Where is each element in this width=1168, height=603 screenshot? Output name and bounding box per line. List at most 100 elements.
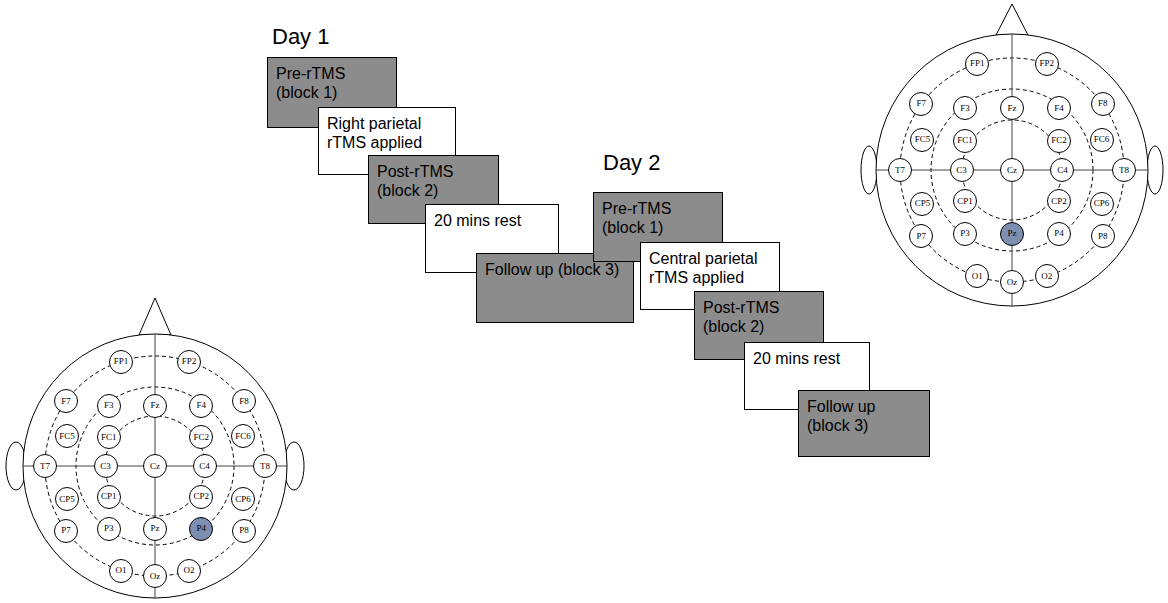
electrode-label: F3 bbox=[960, 104, 970, 113]
electrode-label: P3 bbox=[104, 524, 114, 533]
electrode-label: F4 bbox=[1054, 104, 1064, 113]
electrode-circle bbox=[910, 92, 933, 115]
electrode: P8 bbox=[1091, 224, 1115, 248]
electrode-label: Cz bbox=[150, 462, 160, 471]
electrode-circle bbox=[54, 519, 77, 542]
electrode-circle bbox=[178, 559, 201, 582]
electrode-label: FP1 bbox=[970, 59, 985, 68]
electrode-circle bbox=[1001, 159, 1024, 182]
electrode: Oz bbox=[1000, 270, 1024, 294]
electrode-circle bbox=[1035, 52, 1058, 75]
electrode-label: O1 bbox=[115, 566, 126, 575]
electrode-label: P8 bbox=[239, 526, 249, 535]
electrode: O1 bbox=[109, 559, 133, 583]
electrode: FC5 bbox=[55, 424, 79, 448]
electrode-circle bbox=[232, 488, 255, 511]
electrode-label: F7 bbox=[917, 99, 927, 108]
procedure-block: Follow up (block 3) bbox=[798, 390, 930, 457]
electrode-circle bbox=[953, 97, 976, 120]
electrode-circle bbox=[950, 159, 973, 182]
electrode-circle bbox=[966, 52, 989, 75]
day-label: Day 1 bbox=[272, 24, 329, 50]
electrode: F4 bbox=[189, 394, 213, 418]
head-map bbox=[861, 4, 1163, 306]
electrode-label: CP6 bbox=[1094, 199, 1110, 208]
electrode-label: Pz bbox=[1008, 229, 1017, 238]
electrode: P8 bbox=[232, 519, 256, 543]
electrode-circle bbox=[1090, 128, 1113, 151]
electrode: Pz bbox=[143, 517, 167, 541]
electrode-circle bbox=[1048, 222, 1071, 245]
block-label: Follow up (block 3) bbox=[807, 397, 921, 435]
electrode-circle bbox=[889, 159, 912, 182]
ear bbox=[861, 146, 877, 194]
electrode: C3 bbox=[950, 158, 974, 182]
electrode: FC5 bbox=[910, 128, 934, 152]
electrode-label: F7 bbox=[61, 397, 71, 406]
electrode-circle bbox=[1001, 97, 1024, 120]
electrode: CP1 bbox=[97, 485, 121, 509]
electrode-label: T8 bbox=[1119, 166, 1129, 175]
electrode-label: O2 bbox=[1041, 272, 1052, 281]
procedure-block: Follow up (block 3) bbox=[476, 253, 634, 323]
electrode: FP1 bbox=[965, 52, 989, 76]
electrode: FP2 bbox=[177, 350, 201, 374]
electrode-circle bbox=[54, 390, 77, 413]
electrode-label: Oz bbox=[1007, 278, 1018, 287]
electrode-circle bbox=[233, 390, 256, 413]
electrode-circle bbox=[911, 128, 934, 151]
electrode: F8 bbox=[232, 389, 256, 413]
electrode-circle bbox=[1051, 159, 1074, 182]
head-outline bbox=[876, 34, 1148, 306]
electrode: C4 bbox=[1050, 158, 1074, 182]
electrode-circle bbox=[953, 222, 976, 245]
electrode: FC6 bbox=[1090, 128, 1114, 152]
electrode: CP2 bbox=[1047, 189, 1071, 213]
electrode-label: CP5 bbox=[915, 199, 931, 208]
electrode-circle bbox=[232, 425, 255, 448]
electrode-label: O2 bbox=[184, 566, 195, 575]
electrode: T8 bbox=[253, 454, 277, 478]
electrode: O2 bbox=[1035, 264, 1059, 288]
electrode-circle bbox=[97, 426, 120, 449]
electrode-circle bbox=[1048, 190, 1071, 213]
electrode-label: FC2 bbox=[193, 433, 209, 442]
electrode-circle bbox=[190, 517, 213, 540]
electrode: T8 bbox=[1112, 158, 1136, 182]
block-label: Post-rTMS (block 2) bbox=[703, 298, 815, 336]
electrode-label: C4 bbox=[1057, 166, 1068, 175]
electrode-label: F4 bbox=[196, 401, 206, 410]
electrode-label: C3 bbox=[956, 166, 967, 175]
electrode: F3 bbox=[953, 96, 977, 120]
electrode-label: FC5 bbox=[915, 135, 931, 144]
electrode-label: FC2 bbox=[1051, 136, 1067, 145]
electrode-circle bbox=[190, 394, 213, 417]
electrode: Cz bbox=[1000, 158, 1024, 182]
electrode-label: F3 bbox=[104, 401, 114, 410]
electrode: C3 bbox=[94, 454, 118, 478]
electrode: Fz bbox=[143, 394, 167, 418]
electrode-label: FP2 bbox=[1039, 59, 1054, 68]
electrode-circle bbox=[144, 455, 167, 478]
electrode: CP2 bbox=[189, 485, 213, 509]
electrode: Fz bbox=[1000, 96, 1024, 120]
electrode-label: F8 bbox=[239, 397, 249, 406]
electrode-label: Oz bbox=[150, 572, 161, 581]
electrode: T7 bbox=[33, 454, 57, 478]
electrode-label: T8 bbox=[260, 462, 270, 471]
head-map bbox=[6, 298, 304, 598]
electrode-circle bbox=[1113, 159, 1136, 182]
electrode-label: FC1 bbox=[101, 433, 117, 442]
electrode-circle bbox=[1090, 192, 1113, 215]
electrode-circle bbox=[56, 488, 79, 511]
block-label: Follow up (block 3) bbox=[485, 260, 625, 279]
electrode-label: P4 bbox=[1054, 229, 1064, 238]
electrode-label: P7 bbox=[917, 232, 927, 241]
electrode: CP5 bbox=[910, 192, 934, 216]
electrode-circle bbox=[190, 485, 213, 508]
electrode: FC2 bbox=[1047, 129, 1071, 153]
electrode: P7 bbox=[909, 224, 933, 248]
electrode-circle bbox=[1035, 265, 1058, 288]
electrode: Pz bbox=[1000, 222, 1024, 246]
